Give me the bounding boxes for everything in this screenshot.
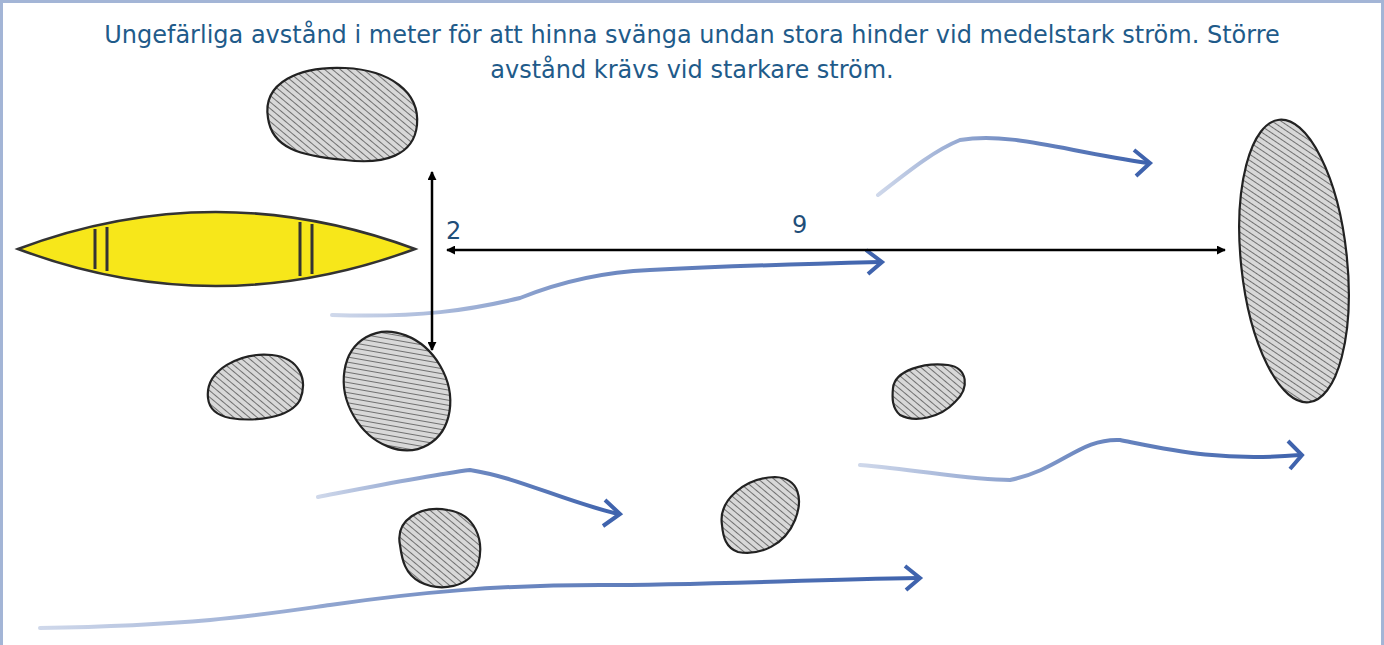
rock <box>1226 114 1361 408</box>
rock <box>267 68 417 161</box>
dimension-value: 2 <box>444 217 463 245</box>
current-arrowhead <box>1134 150 1150 176</box>
current-arrow <box>860 440 1300 480</box>
canoe-hull <box>18 212 415 286</box>
rock <box>893 364 965 418</box>
current-arrow <box>332 262 880 316</box>
current-arrowheads <box>603 150 1302 590</box>
diagram-title: Ungefärliga avstånd i meter för att hinn… <box>72 18 1312 88</box>
current-arrowhead <box>603 500 620 526</box>
canoe-thwarts <box>95 222 312 276</box>
rock <box>208 355 303 420</box>
dimension-arrow <box>431 172 434 350</box>
rocks <box>208 68 1362 587</box>
dimension-value: 9 <box>790 211 809 239</box>
current-arrow <box>878 138 1148 195</box>
dimension-arrow <box>447 249 1225 252</box>
current-arrow <box>40 578 918 628</box>
rock <box>323 312 472 469</box>
rock <box>722 477 799 553</box>
canoe <box>18 212 415 286</box>
current-arrowhead <box>905 566 920 590</box>
current-arrow <box>318 470 618 514</box>
current-arrowhead <box>866 250 882 274</box>
dimension-arrows <box>432 172 1225 350</box>
current-arrowhead <box>1288 441 1302 469</box>
rock <box>399 509 480 587</box>
